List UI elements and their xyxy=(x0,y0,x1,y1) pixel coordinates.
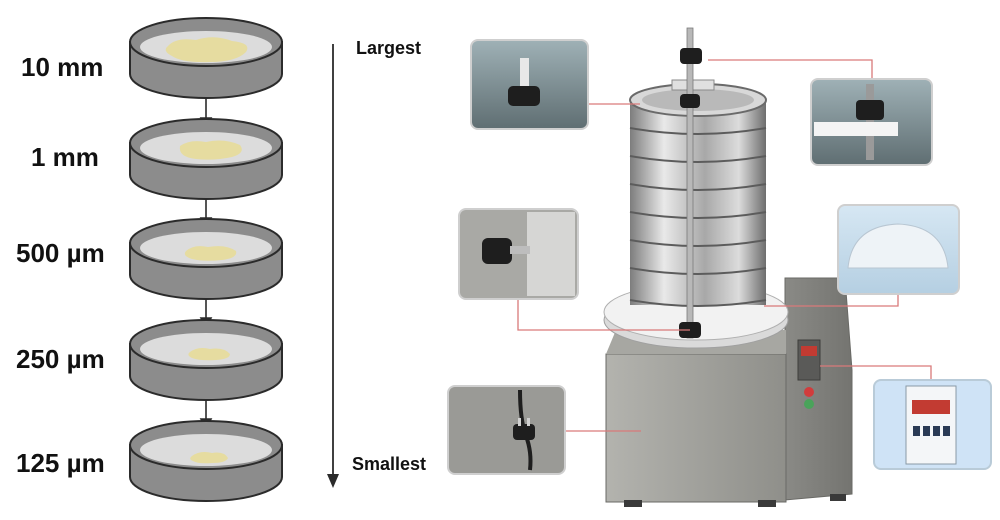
sieve-icon xyxy=(129,319,283,401)
sieve-stack xyxy=(129,17,283,502)
sieve-icon xyxy=(129,17,283,99)
sieve-icon xyxy=(129,218,283,300)
sieve-size-label: 125 µm xyxy=(16,448,105,478)
sieve-size-label: 250 µm xyxy=(16,344,105,374)
inset-power-plug xyxy=(447,385,566,475)
callout-lines xyxy=(517,59,932,432)
inset-dome-lid xyxy=(837,204,960,295)
largest-label: Largest xyxy=(356,38,422,58)
sieve-size-label: 500 µm xyxy=(16,238,105,268)
inset-side-knob xyxy=(458,208,579,300)
sieve-shaker xyxy=(603,27,853,507)
knob-icon xyxy=(679,48,702,338)
inset-control-panel xyxy=(873,379,992,470)
sieve-size-label: 10 mm xyxy=(21,52,104,82)
sieve-icon xyxy=(129,420,283,502)
inset-rod-clamp xyxy=(810,78,933,166)
smallest-label: Smallest xyxy=(352,454,427,474)
inset-top-knob xyxy=(470,39,589,130)
power-plug-icon xyxy=(513,418,535,440)
order-arrow xyxy=(327,44,339,488)
sieve-icon xyxy=(129,118,283,200)
sieve-size-label: 1 mm xyxy=(31,142,99,172)
